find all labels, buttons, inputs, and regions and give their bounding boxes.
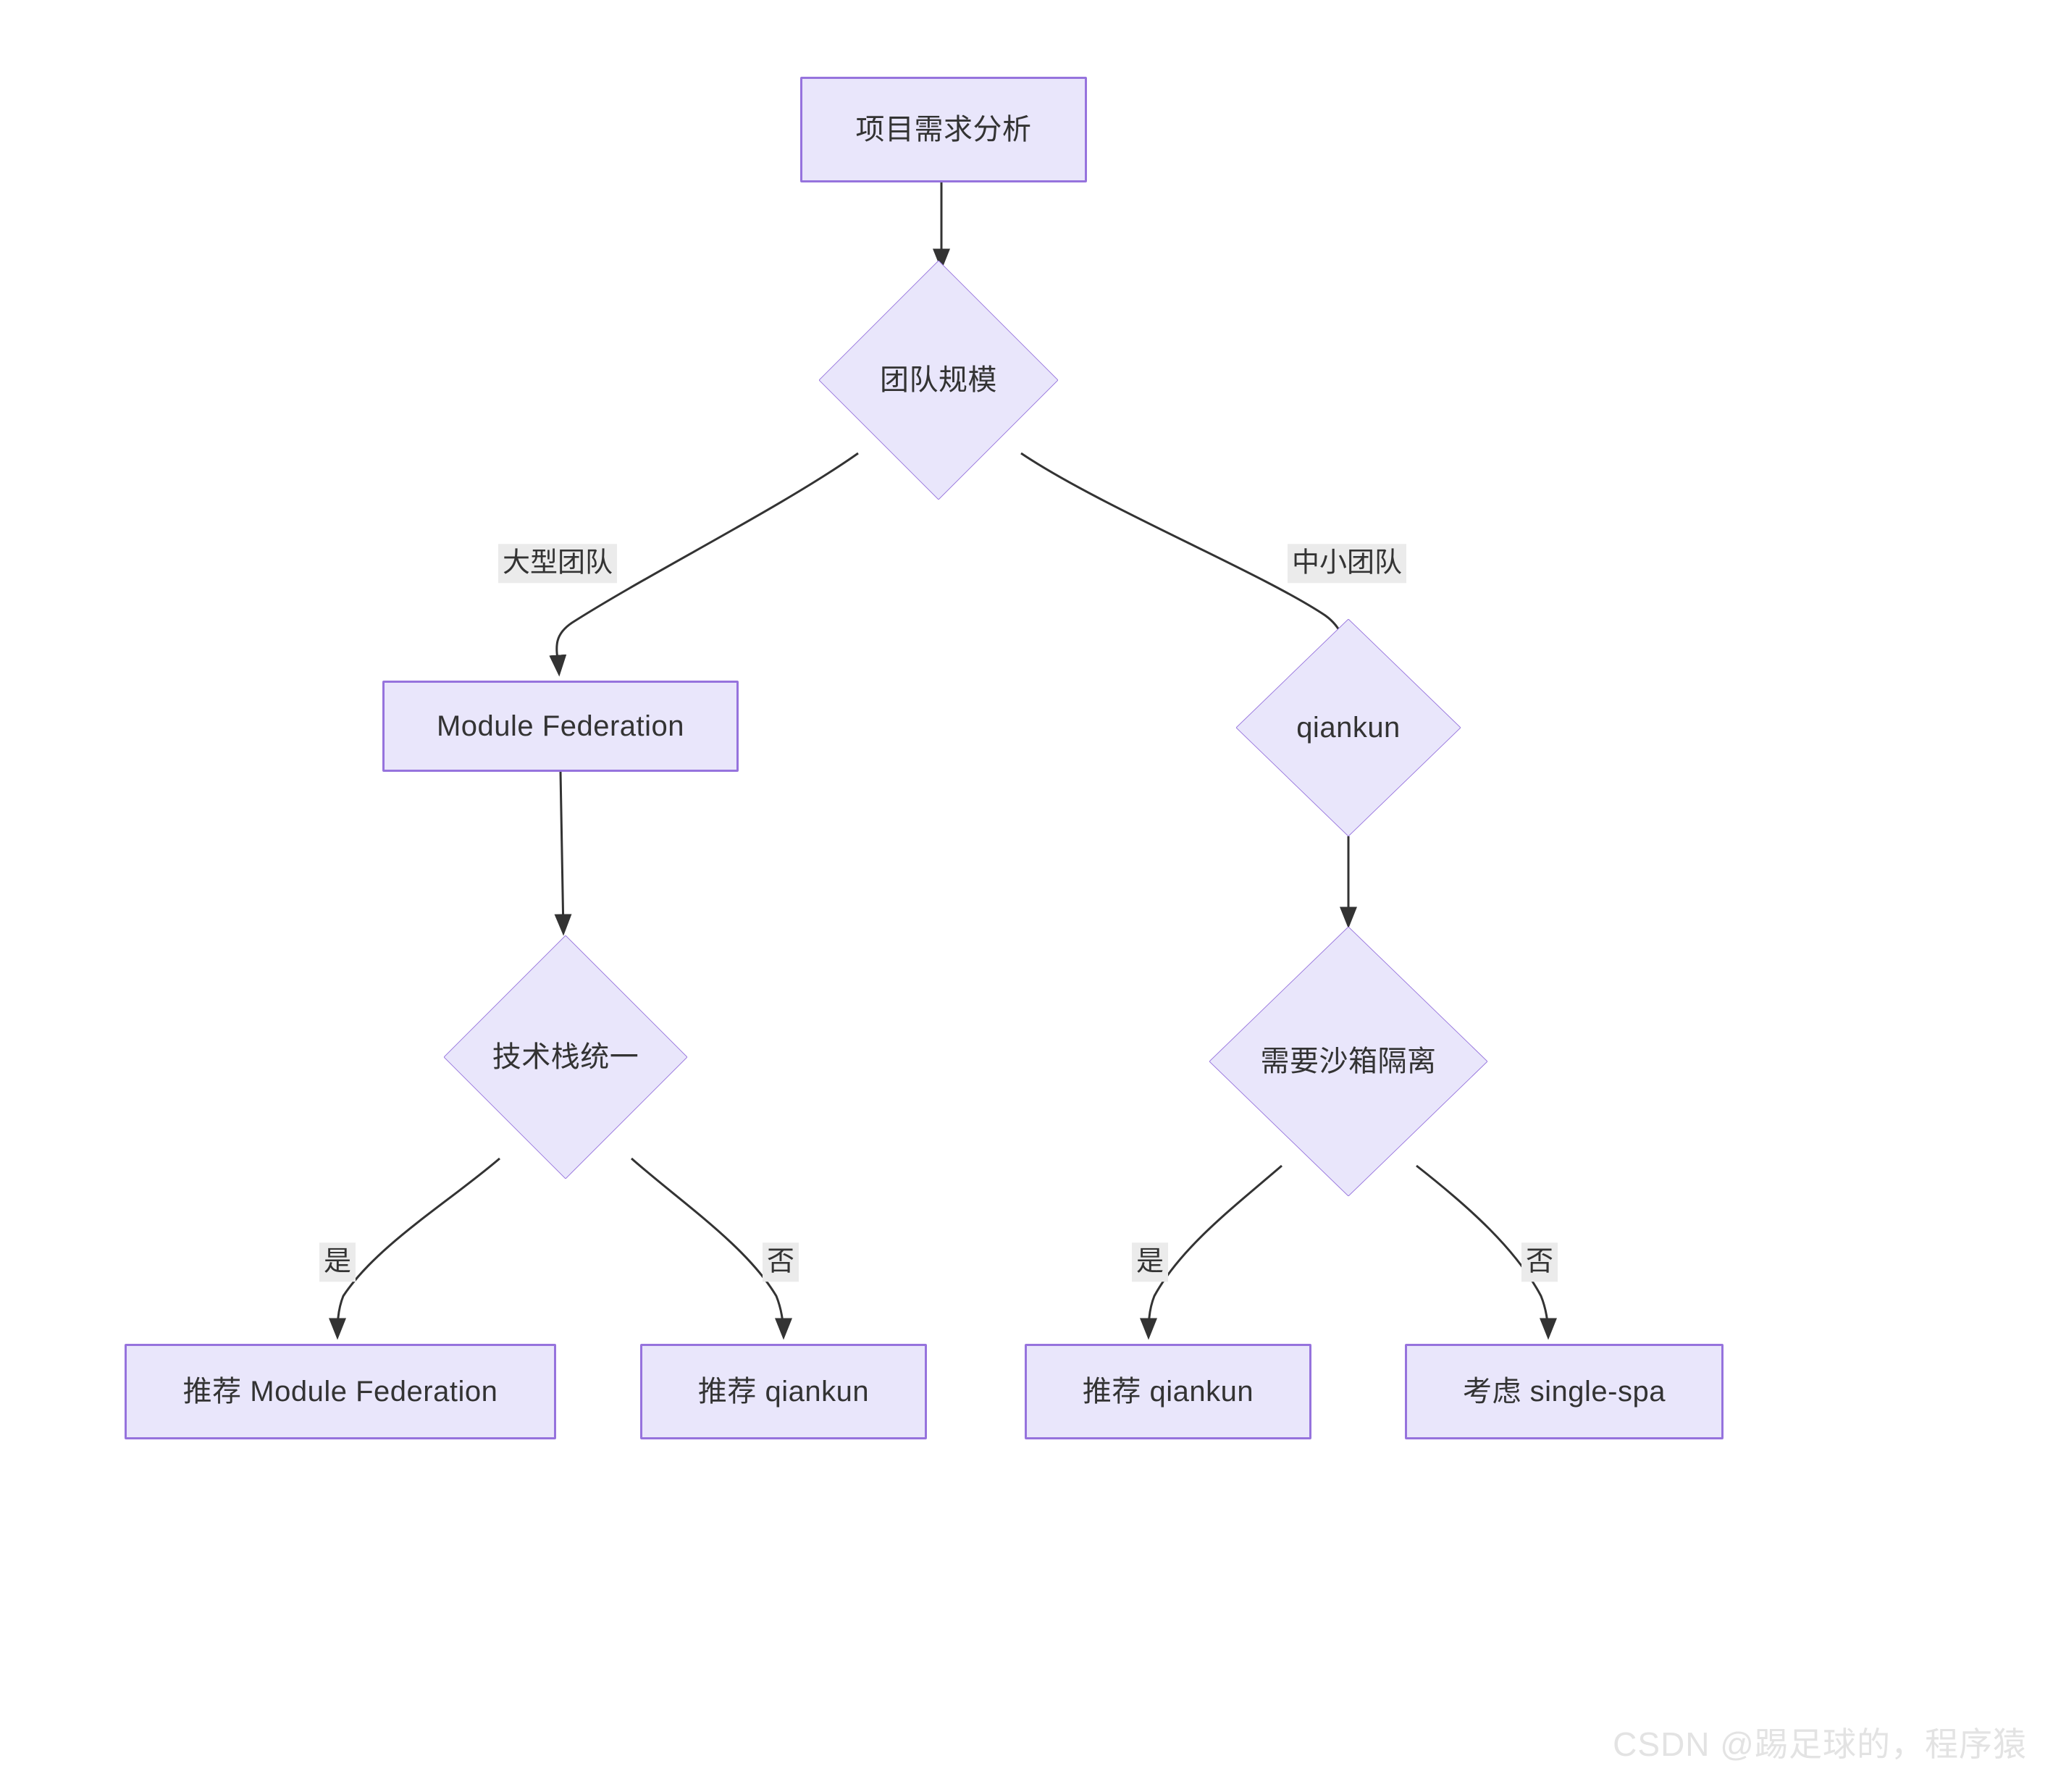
flow-node-label: qiankun [1296, 712, 1401, 744]
flow-node-label: Module Federation [436, 710, 685, 742]
flow-node-n9[interactable]: 推荐 qiankun [1025, 1344, 1311, 1439]
edge-connector [631, 1157, 792, 1340]
flow-node-n4[interactable]: qiankun [1236, 619, 1461, 836]
edge-connector [329, 1157, 500, 1340]
flow-node-n10[interactable]: 考虑 single-spa [1405, 1344, 1724, 1439]
edge-connector [554, 771, 572, 936]
flow-node-n7[interactable]: 推荐 Module Federation [125, 1344, 556, 1439]
edge-label-n5-n8: 否 [762, 1242, 799, 1282]
flow-node-n1[interactable]: 项目需求分析 [800, 77, 1087, 182]
flow-node-label: 推荐 Module Federation [182, 1376, 498, 1408]
diamond-shape [819, 261, 1058, 500]
flow-node-label: 技术栈统一 [492, 1041, 639, 1073]
flow-node-label: 项目需求分析 [855, 114, 1032, 146]
edge-label-n6-n9: 是 [1131, 1242, 1169, 1282]
flow-node-n2[interactable]: 团队规模 [819, 261, 1058, 500]
edge-label-n2-n4: 中小团队 [1287, 544, 1407, 583]
flow-node-label: 推荐 qiankun [1082, 1376, 1254, 1408]
flow-node-label: 需要沙箱隔离 [1260, 1046, 1437, 1077]
diamond-shape [1209, 927, 1487, 1196]
edge-label-n2-n3: 大型团队 [497, 544, 618, 583]
diamond-shape [1236, 619, 1461, 836]
flow-node-label: 考虑 single-spa [1463, 1376, 1666, 1408]
flow-node-label: 团队规模 [880, 364, 997, 396]
flow-node-n3[interactable]: Module Federation [382, 681, 739, 772]
flow-node-n8[interactable]: 推荐 qiankun [640, 1344, 927, 1439]
watermark: CSDN @踢足球的，程序猿 [1613, 1725, 2027, 1763]
flow-node-n6[interactable]: 需要沙箱隔离 [1209, 927, 1487, 1196]
diamond-shape [444, 935, 687, 1179]
edge-label-n6-n10: 否 [1521, 1242, 1558, 1282]
flow-node-label: 推荐 qiankun [697, 1376, 870, 1408]
edge-label-n5-n7: 是 [319, 1242, 356, 1282]
flow-node-n5[interactable]: 技术栈统一 [444, 935, 687, 1179]
